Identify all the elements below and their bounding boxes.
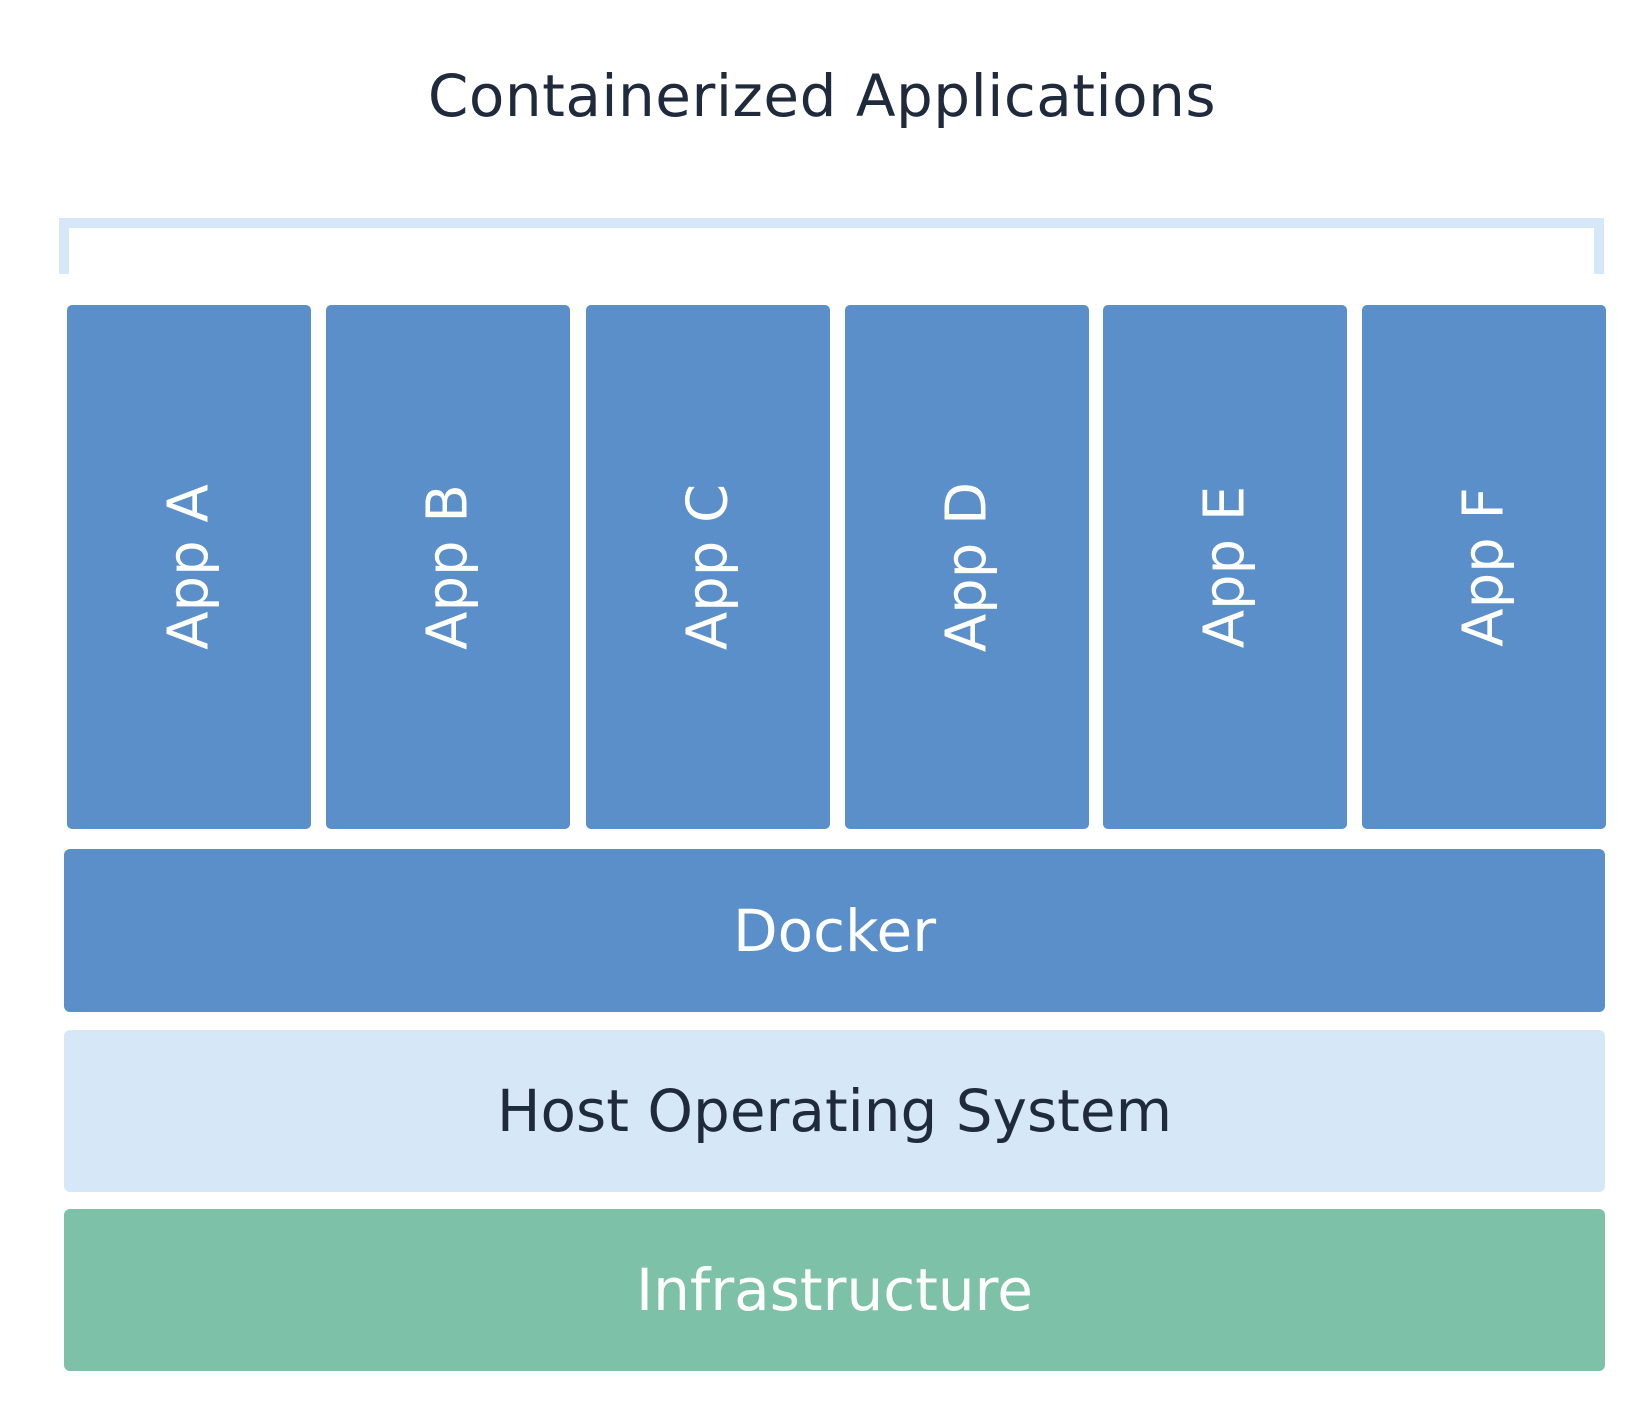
app-block-d: App D [845,305,1089,829]
app-label: App E [1192,485,1258,649]
app-label: App F [1451,487,1517,647]
docker-label: Docker [732,896,937,965]
app-block-a: App A [67,305,311,829]
diagram-title: Containerized Applications [427,62,1217,130]
app-label: App D [934,481,1000,653]
infrastructure-label: Infrastructure [636,1256,1033,1324]
app-label: App B [415,484,481,650]
docker-layer: Docker [64,849,1605,1012]
app-label: App C [675,483,741,651]
app-block-e: App E [1103,305,1347,829]
infrastructure-layer: Infrastructure [64,1209,1605,1371]
app-block-b: App B [326,305,570,829]
app-block-f: App F [1362,305,1606,829]
containers-bracket [59,218,1604,274]
host-os-label: Host Operating System [496,1077,1173,1145]
app-label: App A [156,484,222,650]
app-block-c: App C [586,305,830,829]
host-os-layer: Host Operating System [64,1030,1605,1192]
